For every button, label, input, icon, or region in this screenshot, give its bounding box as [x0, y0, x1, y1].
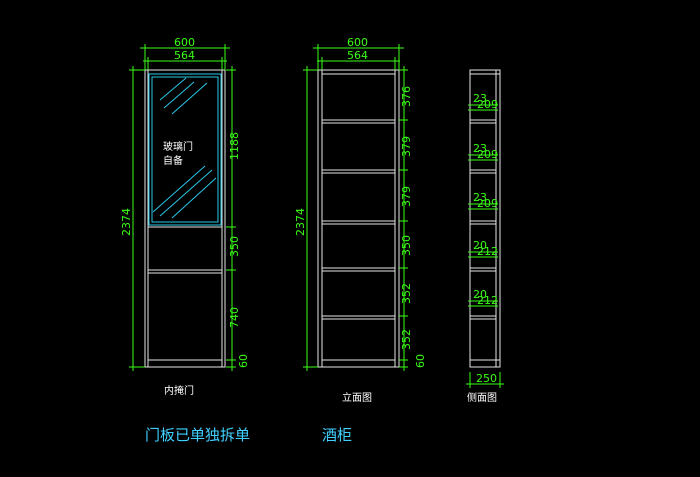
front-view: 玻璃门 自备 600 564 2374 1188 350 740 60 内掩门 — [120, 36, 250, 397]
svg-text:212: 212 — [477, 294, 498, 307]
elev-dim-shelf-6: 352 — [400, 329, 413, 350]
front-dim-door-height: 1188 — [228, 132, 241, 160]
elevation-view-caption: 立面图 — [342, 391, 372, 404]
svg-text:209: 209 — [477, 148, 498, 161]
side-view-caption: 侧面图 — [467, 391, 497, 404]
elev-dim-shelf-1: 376 — [400, 86, 413, 107]
elevation-view: 600 564 2374 376 379 379 350 352 352 60 … — [294, 36, 427, 404]
side-shelf-dim-3: 23 209 — [468, 191, 498, 210]
front-dim-lower-height: 740 — [228, 307, 241, 328]
front-dim-height-total: 2374 — [120, 208, 133, 236]
svg-text:209: 209 — [477, 197, 498, 210]
glass-door-outer — [148, 73, 222, 226]
door-note: 门板已单独拆单 — [145, 426, 250, 444]
drawing-title: 酒柜 — [322, 426, 352, 444]
glass-hatch — [152, 77, 217, 219]
elev-dim-shelf-3: 379 — [400, 186, 413, 207]
side-shelf-dim-4: 20 212 — [468, 239, 498, 258]
svg-text:23: 23 — [473, 142, 487, 155]
elev-dim-base-height: 60 — [414, 354, 427, 368]
glass-note-line1: 玻璃门 — [163, 140, 193, 153]
side-shelf-dim-5: 20 212 — [468, 288, 498, 307]
svg-text:23: 23 — [473, 191, 487, 204]
glass-note-line2: 自备 — [163, 154, 183, 167]
front-view-caption: 内掩门 — [164, 384, 194, 397]
side-shelf-dim-2: 23 209 — [468, 142, 498, 161]
elev-dim-shelf-2: 379 — [400, 136, 413, 157]
elev-dim-width-outer: 600 — [347, 36, 368, 49]
side-shelves — [470, 119, 500, 361]
side-dim-depth: 250 — [476, 372, 497, 385]
elev-dim-height-total: 2374 — [294, 208, 307, 236]
elev-dim-shelf-5: 352 — [400, 283, 413, 304]
glass-door-inner — [151, 76, 219, 223]
side-cabinet-outline — [469, 69, 501, 368]
elev-dim-width-inner: 564 — [347, 49, 368, 62]
side-shelf-dim-1: 23 209 — [468, 92, 498, 111]
svg-text:209: 209 — [477, 98, 498, 111]
side-view: 23 209 23 209 23 209 20 212 20 212 — [466, 69, 504, 404]
svg-text:20: 20 — [473, 239, 487, 252]
front-cabinet-outline — [144, 69, 226, 368]
front-dim-width-inner: 564 — [174, 49, 195, 62]
front-dim-width-outer: 600 — [174, 36, 195, 49]
elev-shelves — [322, 119, 395, 361]
front-dim-mid-height: 350 — [228, 236, 241, 257]
svg-text:20: 20 — [473, 288, 487, 301]
svg-text:23: 23 — [473, 92, 487, 105]
front-dim-base-height: 60 — [237, 354, 250, 368]
svg-text:212: 212 — [477, 245, 498, 258]
elev-dim-shelf-4: 350 — [400, 235, 413, 256]
elev-cabinet-outline — [317, 69, 400, 368]
